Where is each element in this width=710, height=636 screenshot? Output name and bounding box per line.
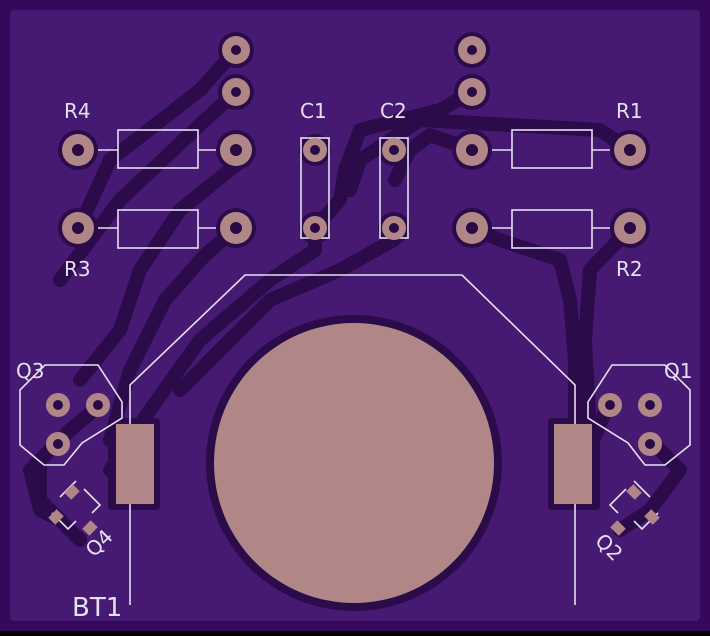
label-r3: R3: [64, 257, 91, 281]
battery-pads: [116, 323, 592, 603]
label-r2: R2: [616, 257, 643, 281]
label-bt1: BT1: [72, 593, 122, 623]
label-c2: C2: [380, 99, 407, 123]
label-q3: Q3: [16, 359, 44, 383]
label-q1: Q1: [664, 359, 692, 383]
q3-outline: [19, 364, 123, 466]
bt1-center-pad: [214, 323, 494, 603]
r3-body: [117, 209, 199, 249]
r4-body: [117, 129, 199, 169]
q1-outline: [587, 364, 691, 466]
r2-body: [511, 209, 593, 249]
copper-traces: [23, 43, 687, 547]
label-c1: C1: [300, 99, 327, 123]
bt1-pad-left: [116, 424, 154, 504]
label-r4: R4: [64, 99, 91, 123]
bt1-pad-right: [554, 424, 592, 504]
bt1-silkscreen: [129, 274, 576, 605]
through-hole-pads: [46, 36, 662, 456]
smd-pads: [48, 484, 660, 536]
r1-body: [511, 129, 593, 169]
label-r1: R1: [616, 99, 643, 123]
